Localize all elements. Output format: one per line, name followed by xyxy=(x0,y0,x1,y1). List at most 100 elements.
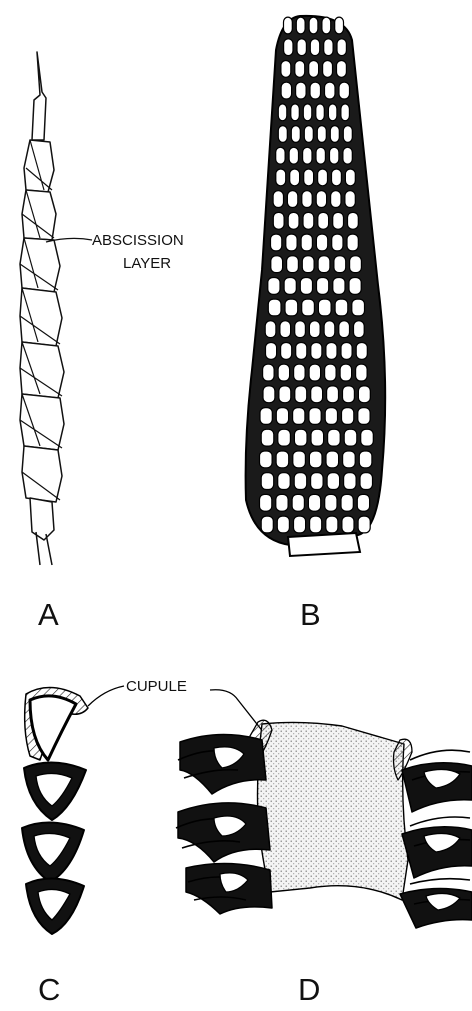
ear-kernel xyxy=(297,39,306,56)
ear-kernel xyxy=(343,386,355,403)
ear-kernel xyxy=(308,494,320,511)
ear-kernel xyxy=(288,212,299,229)
ear-kernel xyxy=(309,364,321,381)
ear-kernel xyxy=(281,61,291,78)
ear-kernel xyxy=(348,212,359,229)
ear-kernel xyxy=(331,191,341,208)
ear-kernel xyxy=(276,451,289,468)
ear-kernel xyxy=(356,343,367,360)
ear-kernel xyxy=(343,147,352,164)
ear-kernel xyxy=(311,386,323,403)
ear-kernel xyxy=(304,126,313,143)
ear-kernel xyxy=(310,82,321,99)
ear-kernel xyxy=(327,386,339,403)
ear-kernel xyxy=(266,343,277,360)
spike-segment xyxy=(24,140,54,192)
ear-kernel xyxy=(322,17,331,34)
panel-b-maize-ear xyxy=(246,16,386,556)
ear-kernel xyxy=(359,451,372,468)
ear-kernel xyxy=(342,408,354,425)
ear-kernel xyxy=(278,126,287,143)
ear-kernel xyxy=(309,451,322,468)
ear-kernel xyxy=(296,82,307,99)
ear-kernel xyxy=(293,408,305,425)
ear-kernel xyxy=(324,39,333,56)
ear-kernel xyxy=(293,451,306,468)
ear-kernel xyxy=(300,278,312,295)
ear-kernel xyxy=(271,234,282,251)
spike-segment xyxy=(22,446,62,502)
ear-kernel xyxy=(337,39,346,56)
ear-kernel xyxy=(358,408,370,425)
ear-kernel xyxy=(340,364,352,381)
abscission-layer-label-line2: LAYER xyxy=(123,255,171,272)
ear-kernel xyxy=(311,343,322,360)
ear-kernel xyxy=(284,278,296,295)
ear-kernel xyxy=(295,386,307,403)
ear-kernel xyxy=(328,104,337,121)
ear-kernel xyxy=(352,299,365,316)
ear-kernel xyxy=(325,408,337,425)
ear-kernel xyxy=(278,104,287,121)
ear-kernel xyxy=(260,494,272,511)
ear-kernel xyxy=(334,256,346,273)
ear-kernel xyxy=(278,473,291,490)
abscission-layer-label-line1: ABSCISSION xyxy=(92,232,184,249)
ear-kernel xyxy=(354,321,365,338)
ear-kernel xyxy=(335,299,348,316)
ear-kernel xyxy=(344,473,357,490)
ear-kernel xyxy=(358,386,370,403)
ear-kernel xyxy=(265,321,276,338)
ear-kernel xyxy=(360,473,373,490)
ear-kernel xyxy=(356,364,368,381)
ear-kernel xyxy=(337,61,347,78)
ear-kernel xyxy=(284,39,293,56)
ear-kernel xyxy=(302,256,314,273)
ear-shank xyxy=(288,533,360,556)
cob-stippled xyxy=(258,722,409,900)
ear-kernel xyxy=(284,17,293,34)
ear-kernel xyxy=(273,191,283,208)
ear-kernel xyxy=(273,212,284,229)
ear-kernel xyxy=(276,147,285,164)
ear-kernel xyxy=(281,82,292,99)
ear-kernel xyxy=(292,494,304,511)
ear-kernel xyxy=(341,343,352,360)
ear-kernel xyxy=(296,17,305,34)
ear-kernel xyxy=(279,386,291,403)
ear-kernel xyxy=(302,191,312,208)
ear-kernel xyxy=(309,61,319,78)
ear-kernel xyxy=(291,104,300,121)
ear-kernel xyxy=(263,364,275,381)
ear-kernel xyxy=(261,429,274,446)
ear-kernel xyxy=(311,429,324,446)
ear-kernel xyxy=(323,61,333,78)
ear-kernel xyxy=(294,429,307,446)
ear-kernel xyxy=(286,234,297,251)
ear-kernel xyxy=(311,473,324,490)
ear-kernel xyxy=(333,278,345,295)
ear-kernel xyxy=(343,126,352,143)
ear-kernel xyxy=(332,234,343,251)
ear-kernel xyxy=(343,451,356,468)
ear-kernel xyxy=(309,17,318,34)
ear-kernel xyxy=(332,169,342,186)
ear-kernel xyxy=(325,82,336,99)
ear-kernel xyxy=(318,169,328,186)
ear-kernel xyxy=(276,494,288,511)
ear-kernel xyxy=(296,343,307,360)
ear-kernel xyxy=(291,126,300,143)
ear-kernel xyxy=(330,126,339,143)
ear-kernel xyxy=(339,82,350,99)
ear-kernel xyxy=(268,278,280,295)
panel-label-a: A xyxy=(38,597,59,632)
ear-kernel xyxy=(263,386,275,403)
ear-kernel xyxy=(302,299,315,316)
ear-kernel xyxy=(335,17,344,34)
ear-kernel xyxy=(294,473,307,490)
ear-kernel xyxy=(341,104,350,121)
ear-kernel xyxy=(309,408,321,425)
ear-kernel xyxy=(316,234,327,251)
ear-kernel xyxy=(301,234,312,251)
